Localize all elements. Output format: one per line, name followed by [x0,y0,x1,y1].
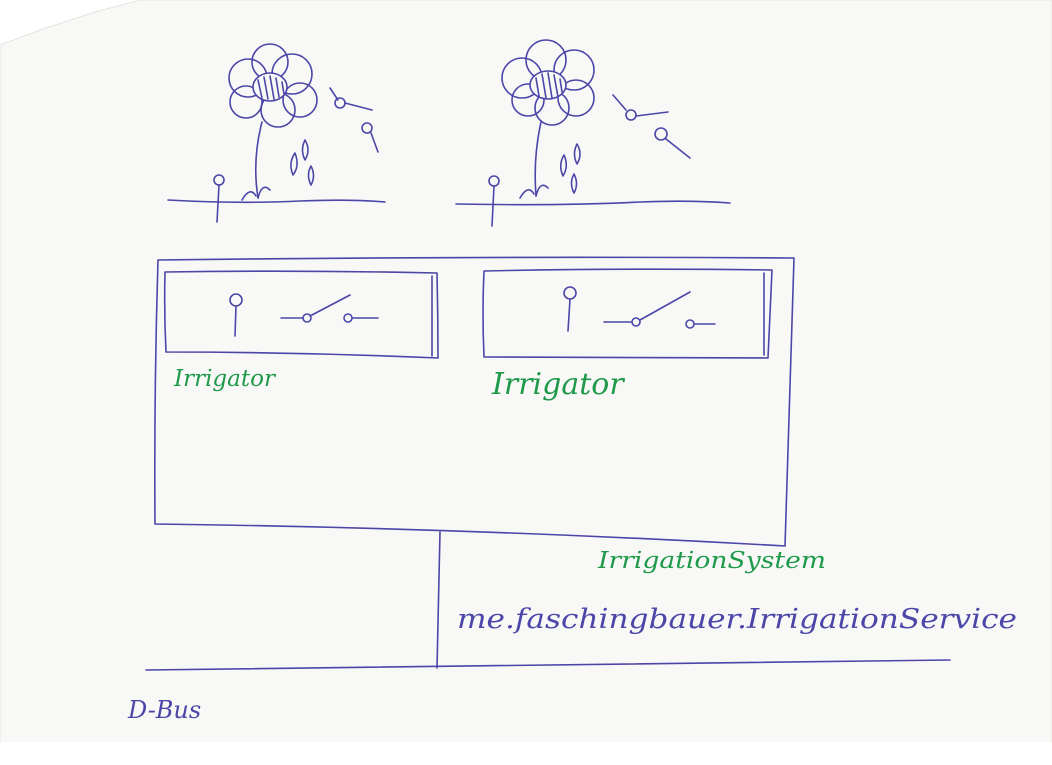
irrigation-system-label: IrrigationSystem [597,548,826,574]
water-drops-right [559,143,581,194]
water-drops-left [290,139,315,186]
sprinkler-symbol-right-box [563,286,577,332]
flower-icon-left [228,43,318,201]
irrigator-box-left [163,270,439,359]
irrigator-label-right: Irrigator [491,367,625,402]
irrigator-label-left: Irrigator [173,366,277,392]
paper-bottom-edge [0,742,1052,765]
switch-symbols-right [612,94,691,159]
service-vertical-line [436,531,441,669]
sprinkler-icon-right [488,175,500,227]
irrigation-system-box [154,256,795,547]
flower-icon-right [501,39,595,199]
service-name-label: me.faschingbauer.IrrigationService [457,604,1017,635]
switch-symbol-left-box [280,294,379,323]
irrigator-box-right [482,268,773,359]
ground-line-right [455,200,731,206]
dbus-line [145,659,951,671]
sprinkler-icon-left [213,174,225,223]
sprinkler-symbol-left-box [229,293,243,337]
switch-symbols-left [329,87,379,153]
ground-line-left [167,199,386,204]
switch-symbol-right-box [603,291,716,329]
dbus-label: D-Bus [127,696,201,724]
